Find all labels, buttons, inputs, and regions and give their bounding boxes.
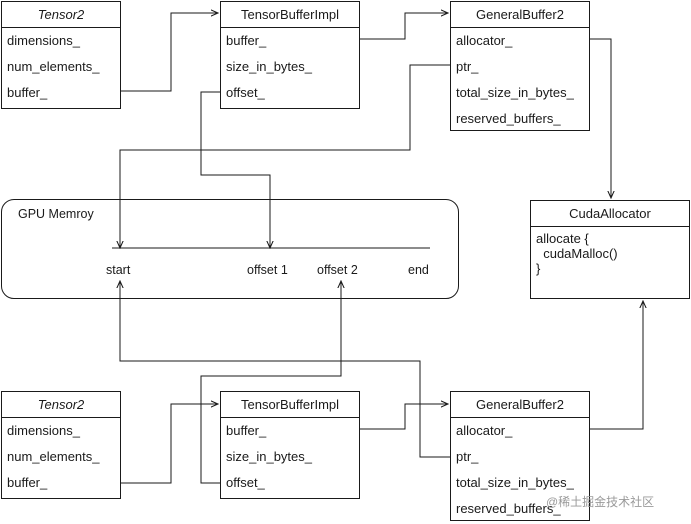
arrow-impl-buffer-to-general — [360, 13, 448, 40]
arrow-tensor-buffer-to-impl — [121, 13, 218, 92]
field-buffer: buffer_ — [226, 423, 267, 438]
field-offset: offset_ — [226, 85, 265, 100]
top-tensor2-class: Tensor2 dimensions_ num_elements_ buffer… — [1, 1, 121, 109]
field-total-size-in-bytes: total_size_in_bytes_ — [456, 85, 574, 100]
field-buffer: buffer_ — [7, 85, 48, 100]
allocate-method-body: allocate { cudaMalloc() } — [536, 231, 618, 276]
class-title: TensorBufferImpl — [221, 2, 359, 28]
field-offset: offset_ — [226, 475, 265, 490]
field-dimensions: dimensions_ — [7, 423, 80, 438]
field-ptr: ptr_ — [456, 449, 479, 464]
bottom-generalbuffer2-class: GeneralBuffer2 allocator_ ptr_ total_siz… — [450, 391, 590, 521]
field-ptr: ptr_ — [456, 59, 479, 74]
arrow-impl-buffer-to-general-bottom — [360, 404, 448, 430]
label-start: start — [106, 263, 131, 277]
field-size-in-bytes: size_in_bytes_ — [226, 449, 312, 464]
label-offset-2: offset 2 — [317, 263, 358, 277]
bottom-tensor2-class: Tensor2 dimensions_ num_elements_ buffer… — [1, 391, 121, 499]
class-title: GeneralBuffer2 — [451, 2, 589, 28]
field-buffer: buffer_ — [7, 475, 48, 490]
cudaallocator-class: CudaAllocator allocate { cudaMalloc() } — [530, 200, 690, 299]
field-reserved-buffers: reserved_buffers_ — [456, 501, 561, 516]
arrow-allocator-to-cuda-bottom — [590, 301, 643, 430]
class-title: TensorBufferImpl — [221, 392, 359, 418]
gpu-memory-title: GPU Memroy — [18, 207, 94, 221]
field-reserved-buffers: reserved_buffers_ — [456, 111, 561, 126]
field-num-elements: num_elements_ — [7, 59, 100, 74]
top-generalbuffer2-class: GeneralBuffer2 allocator_ ptr_ total_siz… — [450, 1, 590, 131]
field-size-in-bytes: size_in_bytes_ — [226, 59, 312, 74]
label-offset-1: offset 1 — [247, 263, 288, 277]
arrow-allocator-to-cuda — [590, 38, 611, 198]
arrow-ptr-to-start-bottom — [120, 281, 450, 458]
arrow-offset-to-offset2 — [200, 281, 341, 484]
field-total-size-in-bytes: total_size_in_bytes_ — [456, 475, 574, 490]
field-allocator: allocator_ — [456, 33, 513, 48]
arrow-offset-to-offset1 — [200, 91, 270, 248]
label-end: end — [408, 263, 429, 277]
class-title: Tensor2 — [2, 2, 120, 28]
field-dimensions: dimensions_ — [7, 33, 80, 48]
field-num-elements: num_elements_ — [7, 449, 100, 464]
class-title: GeneralBuffer2 — [451, 392, 589, 418]
field-buffer: buffer_ — [226, 33, 267, 48]
class-title: Tensor2 — [2, 392, 120, 418]
top-tensorbufferimpl-class: TensorBufferImpl buffer_ size_in_bytes_ … — [220, 1, 360, 109]
arrow-ptr-to-start — [120, 64, 450, 248]
field-allocator: allocator_ — [456, 423, 513, 438]
bottom-tensorbufferimpl-class: TensorBufferImpl buffer_ size_in_bytes_ … — [220, 391, 360, 499]
class-title: CudaAllocator — [531, 201, 689, 227]
gpu-memory-region — [1, 199, 459, 299]
arrow-tensor-buffer-to-impl-bottom — [121, 404, 218, 484]
watermark: @稀土掘金技术社区 — [546, 495, 655, 509]
